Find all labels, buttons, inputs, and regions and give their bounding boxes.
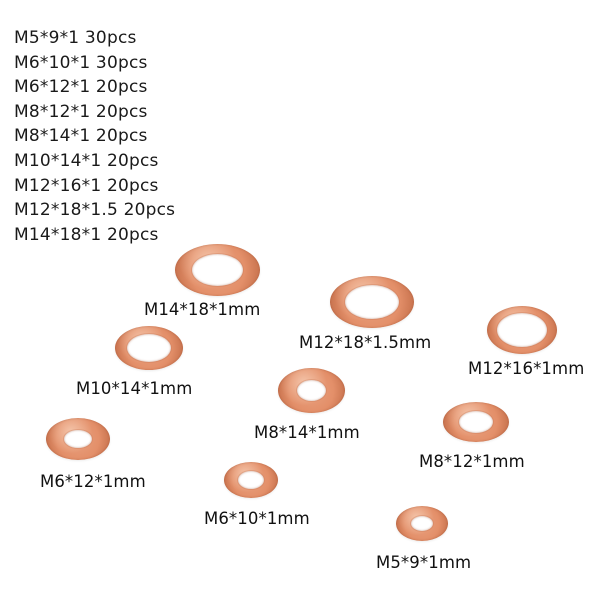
- washer-label-m12-18-1-5: M12*18*1.5mm: [299, 333, 432, 352]
- washer-label-m6-10-1: M6*10*1mm: [204, 509, 310, 528]
- washer-m12-18-1-5: [330, 276, 414, 328]
- washer-hole: [192, 254, 243, 286]
- washer-hole: [497, 313, 547, 347]
- washer-label-m10-14-1: M10*14*1mm: [76, 379, 193, 398]
- spec-item-m8-12-1: M8*12*1 20pcs: [14, 101, 148, 122]
- spec-item-m12-16-1: M12*16*1 20pcs: [14, 175, 159, 196]
- washer-label-m8-14-1: M8*14*1mm: [254, 423, 360, 442]
- spec-item-m14-18-1: M14*18*1 20pcs: [14, 224, 159, 245]
- spec-list: M5*9*1 30pcs M6*10*1 30pcs M6*12*1 20pcs…: [14, 26, 175, 247]
- spec-item-m6-12-1: M6*12*1 20pcs: [14, 77, 148, 98]
- washer-label-m6-12-1: M6*12*1mm: [40, 472, 146, 491]
- washer-m12-16-1: [487, 306, 557, 354]
- washer-hole: [64, 430, 92, 448]
- washer-m6-12-1: [46, 418, 110, 460]
- washer-m10-14-1: [115, 326, 183, 370]
- washer-hole: [297, 380, 326, 401]
- washer-label-m14-18-1: M14*18*1mm: [144, 300, 261, 319]
- washer-m6-10-1: [224, 462, 278, 498]
- spec-item-m10-14-1: M10*14*1 20pcs: [14, 150, 159, 171]
- washer-hole: [345, 285, 399, 319]
- washer-m5-9-1: [396, 506, 448, 541]
- spec-item-m5-9-1: M5*9*1 30pcs: [14, 28, 137, 48]
- washer-hole: [459, 411, 493, 433]
- washer-label-m12-16-1: M12*16*1mm: [468, 359, 585, 378]
- washer-m14-18-1: [175, 244, 260, 296]
- spec-item-m8-14-1: M8*14*1 20pcs: [14, 126, 148, 147]
- washer-label-m8-12-1: M8*12*1mm: [419, 452, 525, 471]
- washer-hole: [127, 334, 171, 362]
- washer-m8-12-1: [443, 402, 509, 442]
- washer-label-m5-9-1: M5*9*1mm: [376, 553, 472, 572]
- washer-m8-14-1: [278, 368, 345, 413]
- spec-item-m6-10-1: M6*10*1 30pcs: [14, 52, 148, 73]
- washer-hole: [411, 516, 433, 531]
- spec-item-m12-18-1-5: M12*18*1.5 20pcs: [14, 200, 176, 221]
- washer-hole: [238, 471, 264, 489]
